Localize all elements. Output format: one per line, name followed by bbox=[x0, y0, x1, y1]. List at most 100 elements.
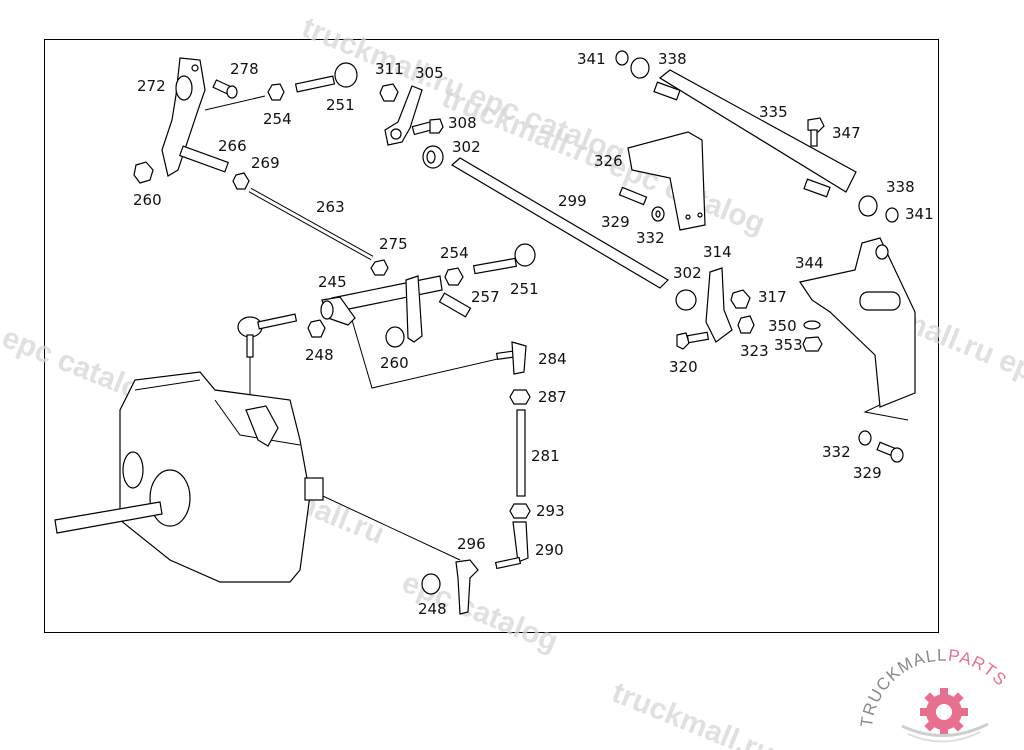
part-bracket-344 bbox=[799, 237, 916, 408]
part-label[interactable]: 275 bbox=[379, 235, 408, 253]
part-label[interactable]: 284 bbox=[538, 350, 567, 368]
part-label[interactable]: 344 bbox=[795, 254, 824, 272]
part-balljoint-284 bbox=[496, 341, 527, 375]
diagram-frame bbox=[44, 39, 939, 633]
part-bolt-329 bbox=[618, 186, 648, 206]
part-balljoint-290 bbox=[494, 521, 529, 570]
part-tube-335 bbox=[653, 69, 857, 198]
part-labels: 272 278 254 251 311 305 308 302 266 269 … bbox=[133, 50, 934, 618]
part-bolt-278 bbox=[212, 79, 238, 99]
part-label[interactable]: 305 bbox=[415, 64, 444, 82]
gear-icon bbox=[920, 688, 968, 736]
part-label[interactable]: 308 bbox=[448, 114, 477, 132]
part-label[interactable]: 248 bbox=[305, 346, 334, 364]
part-bolt-320 bbox=[676, 331, 710, 350]
part-shaft-299 bbox=[450, 157, 669, 289]
part-label[interactable]: 293 bbox=[536, 502, 565, 520]
part-nut-260 bbox=[133, 161, 154, 184]
part-nut-254b bbox=[444, 267, 464, 286]
part-label[interactable]: 254 bbox=[263, 110, 292, 128]
part-label[interactable]: 272 bbox=[137, 77, 166, 95]
part-balljoint-251 bbox=[294, 62, 358, 93]
part-label[interactable]: 269 bbox=[251, 154, 280, 172]
part-lever-272 bbox=[161, 57, 206, 177]
part-label[interactable]: 314 bbox=[703, 243, 732, 261]
part-bolt-329b bbox=[876, 441, 904, 463]
part-label[interactable]: 332 bbox=[636, 229, 665, 247]
part-label[interactable]: 320 bbox=[669, 358, 698, 376]
part-nut-287 bbox=[509, 389, 531, 405]
part-nut-260b bbox=[385, 326, 405, 348]
part-ring-341b bbox=[885, 207, 899, 223]
part-bracket-326 bbox=[627, 131, 706, 231]
truckmall-parts-logo: TRUCKMALLPARTS bbox=[857, 646, 1011, 743]
part-label[interactable]: 278 bbox=[230, 60, 259, 78]
part-nut-248b bbox=[421, 573, 441, 595]
part-label[interactable]: 350 bbox=[768, 317, 797, 335]
part-bolt-347 bbox=[807, 117, 825, 147]
part-label[interactable]: 311 bbox=[375, 60, 404, 78]
part-rod-263 bbox=[248, 187, 374, 261]
part-label[interactable]: 326 bbox=[594, 152, 623, 170]
part-label[interactable]: 263 bbox=[316, 198, 345, 216]
part-label[interactable]: 302 bbox=[673, 264, 702, 282]
part-label[interactable]: 347 bbox=[832, 124, 861, 142]
part-label[interactable]: 260 bbox=[380, 354, 409, 372]
part-balljoint-251b bbox=[472, 243, 536, 275]
part-label[interactable]: 341 bbox=[577, 50, 606, 68]
part-balljoint-257 bbox=[438, 292, 472, 318]
part-ring-341 bbox=[615, 50, 629, 66]
part-label[interactable]: 335 bbox=[759, 103, 788, 121]
part-label[interactable]: 323 bbox=[740, 342, 769, 360]
part-shaft-245 bbox=[320, 275, 443, 343]
part-label[interactable]: 317 bbox=[758, 288, 787, 306]
part-label[interactable]: 299 bbox=[558, 192, 587, 210]
part-bushing-302 bbox=[422, 145, 444, 169]
part-label[interactable]: 338 bbox=[886, 178, 915, 196]
part-bushing-338 bbox=[630, 57, 650, 79]
part-label[interactable]: 281 bbox=[531, 447, 560, 465]
part-washer-350 bbox=[803, 320, 821, 330]
part-label[interactable]: 329 bbox=[601, 213, 630, 231]
part-nut-311 bbox=[379, 83, 399, 102]
part-nut-275 bbox=[370, 259, 389, 276]
part-washer-332 bbox=[651, 206, 665, 222]
part-nut-353 bbox=[802, 336, 823, 352]
part-washer-332b bbox=[858, 430, 872, 446]
part-nut-269 bbox=[232, 172, 250, 190]
part-label[interactable]: 254 bbox=[440, 244, 469, 262]
part-rod-281 bbox=[516, 409, 526, 497]
part-label[interactable]: 296 bbox=[457, 535, 486, 553]
part-label[interactable]: 341 bbox=[905, 205, 934, 223]
part-label[interactable]: 329 bbox=[853, 464, 882, 482]
part-nut-317 bbox=[730, 289, 751, 309]
part-lever-314 bbox=[705, 267, 733, 343]
part-label[interactable]: 287 bbox=[538, 388, 567, 406]
part-bracket-296 bbox=[455, 559, 479, 615]
part-balljoint bbox=[237, 313, 298, 358]
part-bushing-302b bbox=[675, 289, 697, 311]
part-label[interactable]: 332 bbox=[822, 443, 851, 461]
part-balljoint-266 bbox=[178, 145, 230, 173]
part-label[interactable]: 248 bbox=[418, 600, 447, 618]
part-label[interactable]: 353 bbox=[774, 336, 803, 354]
part-label[interactable]: 245 bbox=[318, 273, 347, 291]
part-bushing-338b bbox=[858, 195, 878, 217]
part-nut-323 bbox=[737, 315, 755, 334]
part-label[interactable]: 338 bbox=[658, 50, 687, 68]
part-label[interactable]: 266 bbox=[218, 137, 247, 155]
part-label[interactable]: 302 bbox=[452, 138, 481, 156]
logo-text-parts: PARTS bbox=[947, 646, 1011, 690]
part-label[interactable]: 257 bbox=[471, 288, 500, 306]
part-nut-248 bbox=[307, 319, 326, 338]
part-nut-254 bbox=[267, 83, 285, 101]
part-label[interactable]: 260 bbox=[133, 191, 162, 209]
part-nut-293 bbox=[509, 503, 531, 519]
part-gearbox bbox=[54, 371, 324, 583]
part-lever-305 bbox=[384, 85, 423, 146]
part-label[interactable]: 290 bbox=[535, 541, 564, 559]
part-bolt-308 bbox=[411, 118, 444, 136]
part-label[interactable]: 251 bbox=[510, 280, 539, 298]
part-label[interactable]: 251 bbox=[326, 96, 355, 114]
